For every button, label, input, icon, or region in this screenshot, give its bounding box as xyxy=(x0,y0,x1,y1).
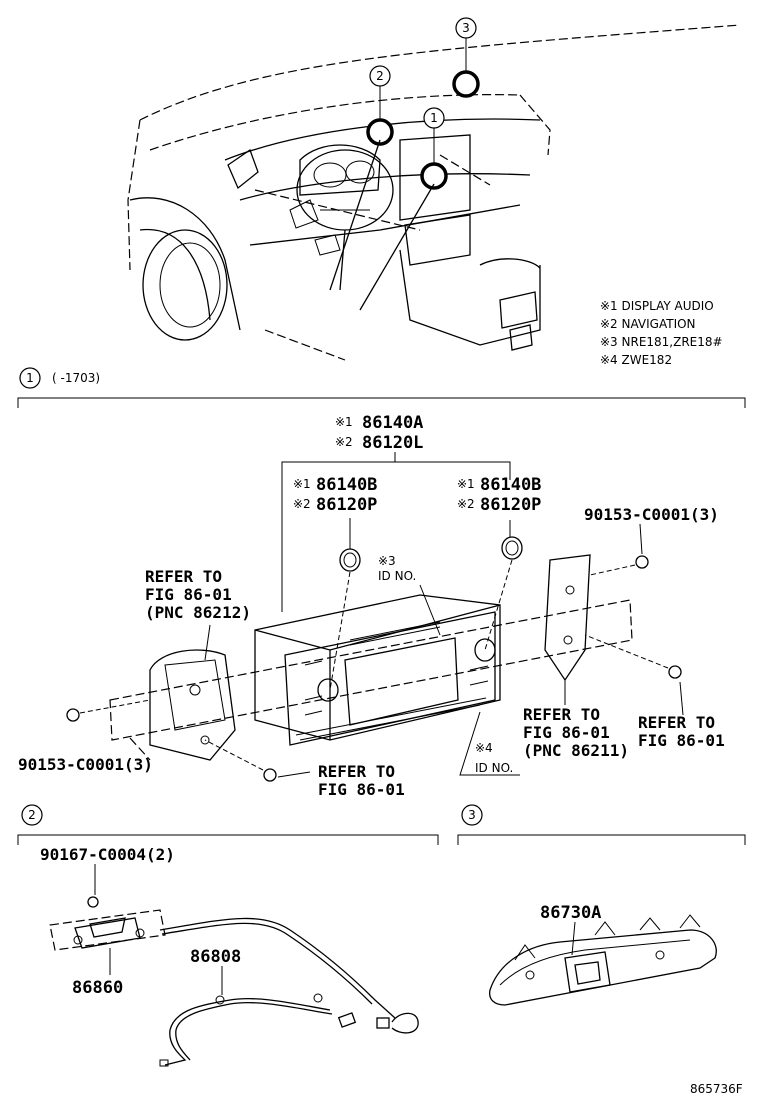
svg-text:※2: ※2 xyxy=(457,497,475,511)
svg-text:1: 1 xyxy=(430,111,438,125)
section-1-header: 1 ( -1703) xyxy=(17,367,746,408)
bolt-right-icon xyxy=(584,634,682,679)
bolt-90167: 90167-C0004(2) xyxy=(40,845,175,864)
part-86120L: 86120L xyxy=(362,433,423,453)
model-legend: ※1 DISPLAY AUDIO ※2 NAVIGATION ※3 NRE181… xyxy=(600,299,723,367)
svg-text:3: 3 xyxy=(462,21,470,35)
audio-unit-assembly xyxy=(66,518,684,782)
dashboard-overview: 3 2 1 xyxy=(127,17,741,361)
refer-bottom: REFER TO xyxy=(318,762,395,781)
id-no-3: ID NO. xyxy=(378,569,416,583)
part-86140B-right: 86140B xyxy=(480,475,541,495)
part-86140A: 86140A xyxy=(362,413,423,433)
svg-text:FIG 86-01: FIG 86-01 xyxy=(318,780,405,799)
svg-text:※3: ※3 xyxy=(378,554,396,568)
section-1-labels: ※1 86140A ※2 86120L ※1 86140B ※2 86120P … xyxy=(18,413,725,799)
callout-1: 1 xyxy=(423,107,445,129)
part-86860: 86860 xyxy=(72,978,123,998)
refer-right: REFER TO xyxy=(638,713,715,732)
overhead-console xyxy=(489,914,717,1006)
svg-text:3: 3 xyxy=(468,808,476,822)
svg-text:※2: ※2 xyxy=(335,435,353,449)
wire-harness xyxy=(159,917,419,1067)
section-1-range: ( -1703) xyxy=(52,371,100,385)
svg-text:※2: ※2 xyxy=(293,497,311,511)
legend-navigation: ※2 NAVIGATION xyxy=(600,317,696,331)
svg-text:※4: ※4 xyxy=(475,741,493,755)
svg-text:FIG 86-01: FIG 86-01 xyxy=(638,731,725,750)
bolt-left-icon xyxy=(66,699,151,722)
svg-text:FIG 86-01: FIG 86-01 xyxy=(145,585,232,604)
camera-module xyxy=(49,909,166,951)
part-86140B-left: 86140B xyxy=(316,475,377,495)
legend-nre181: ※3 NRE181,ZRE18# xyxy=(600,335,723,349)
svg-text:2: 2 xyxy=(376,69,384,83)
part-86808: 86808 xyxy=(190,947,241,967)
callout-2: 2 xyxy=(369,65,391,87)
svg-text:(PNC 86211): (PNC 86211) xyxy=(523,741,629,760)
svg-text:※1: ※1 xyxy=(335,415,353,429)
legend-display-audio: ※1 DISPLAY AUDIO xyxy=(600,299,714,313)
svg-text:FIG 86-01: FIG 86-01 xyxy=(523,723,610,742)
figure-code: 865736F xyxy=(690,1082,743,1096)
bolt-90153-left: 90153-C0001(3) xyxy=(18,755,153,774)
callout-3: 3 xyxy=(455,17,477,39)
section-2: 2 90167-C0004(2) 86860 86 xyxy=(17,804,439,1067)
id-no-4: ID NO. xyxy=(475,761,513,775)
svg-text:※1: ※1 xyxy=(457,477,475,491)
svg-text:(PNC 86212): (PNC 86212) xyxy=(145,603,251,622)
bolt-90153-top: 90153-C0001(3) xyxy=(584,505,719,524)
part-86120P-left: 86120P xyxy=(316,495,377,515)
bolt-topright-icon xyxy=(589,555,649,576)
part-86730A: 86730A xyxy=(540,903,601,923)
svg-text:1: 1 xyxy=(26,371,34,385)
bolt-bottom-icon xyxy=(204,739,277,782)
section-3: 3 86730A xyxy=(457,804,746,1006)
part-86120P-right: 86120P xyxy=(480,495,541,515)
svg-text:2: 2 xyxy=(28,808,36,822)
knob-left xyxy=(339,548,361,572)
refer-left: REFER TO xyxy=(145,567,222,586)
legend-zwe182: ※4 ZWE182 xyxy=(600,353,672,367)
refer-mid: REFER TO xyxy=(523,705,600,724)
svg-text:※1: ※1 xyxy=(293,477,311,491)
knob-right xyxy=(501,536,523,560)
